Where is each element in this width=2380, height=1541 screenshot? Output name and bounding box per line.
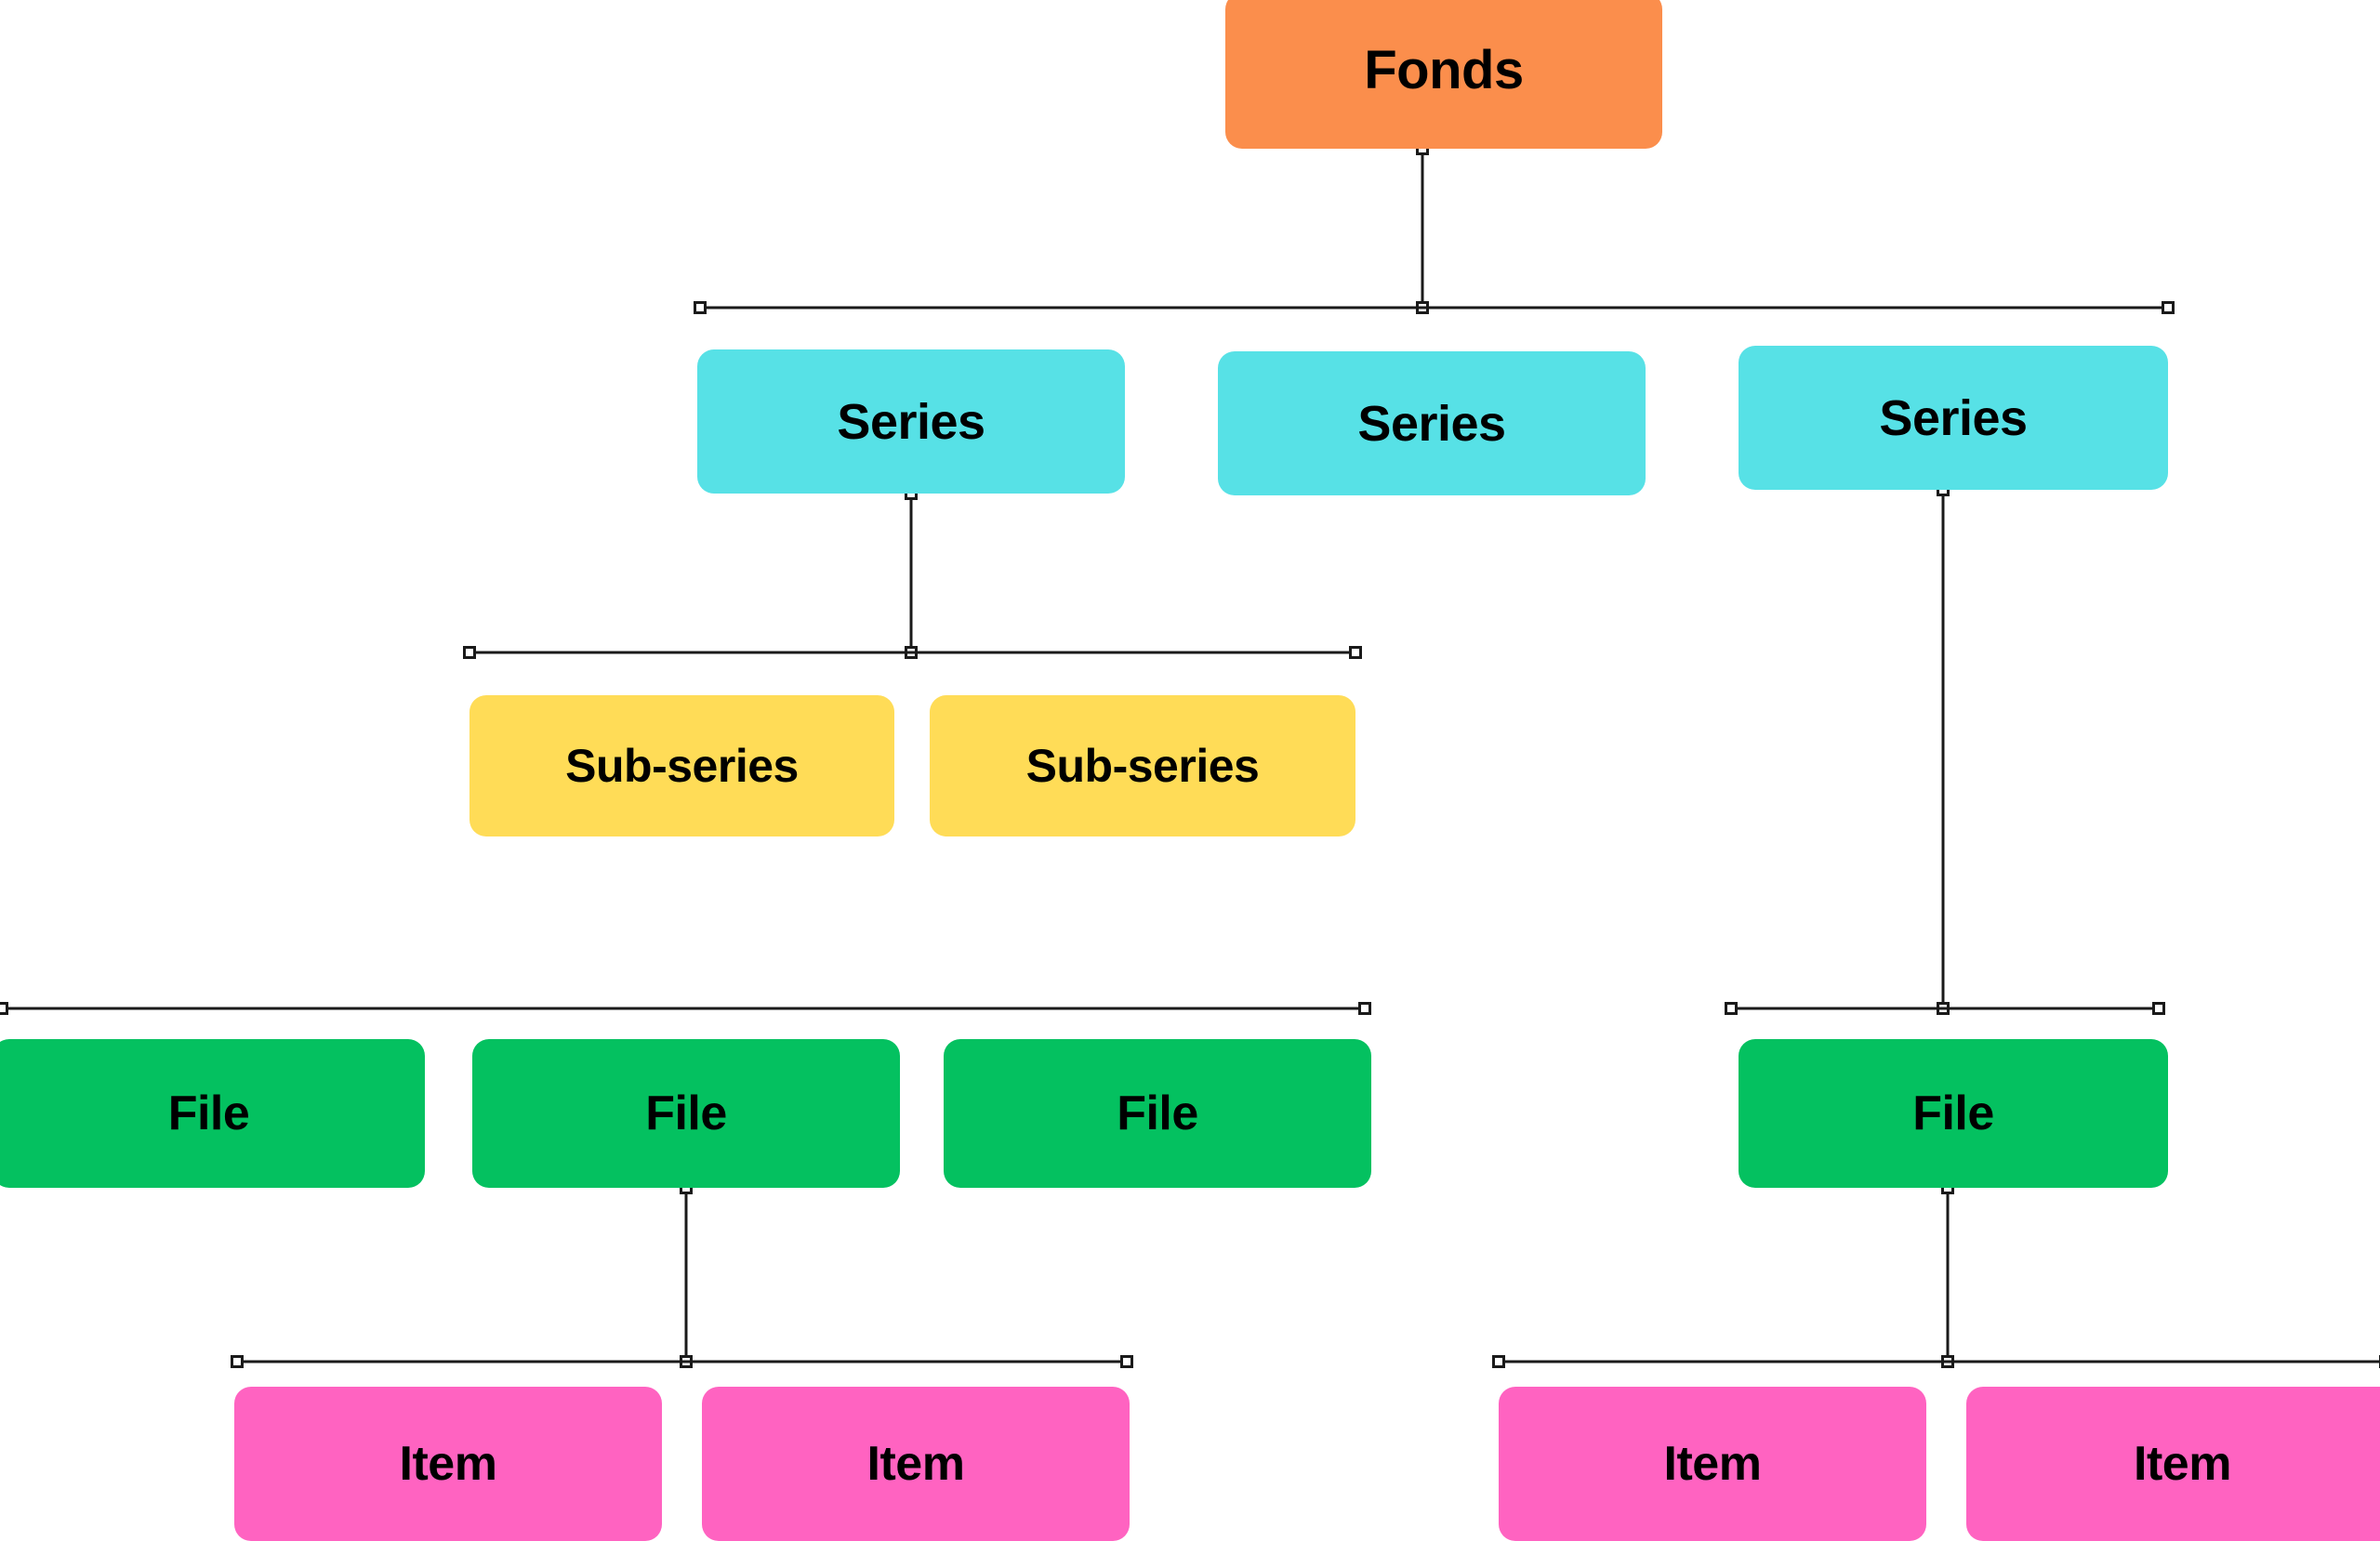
node-label-item-4: Item [2134,1437,2231,1491]
connector-endpoint-marker [1492,1355,1505,1368]
connector-horizontal [694,301,2175,314]
connector-endpoint-marker [2152,1002,2165,1015]
node-subseries-1[interactable]: Sub-series [469,695,894,836]
node-label-item-2: Item [866,1437,965,1491]
node-subseries-2[interactable]: Sub-series [930,695,1355,836]
connector-endpoint-marker [463,646,476,659]
node-label-file-1: File [167,1087,250,1140]
node-series-3[interactable]: Series [1739,346,2168,490]
node-label-item-1: Item [399,1437,497,1491]
node-label-subseries-1: Sub-series [565,740,799,792]
connector-endpoint-marker [2162,301,2175,314]
node-file-3[interactable]: File [944,1039,1371,1188]
connector-endpoint-marker [1416,301,1429,314]
connector-vertical [680,1181,693,1368]
connector-endpoint-marker [1349,646,1362,659]
connector-endpoint-marker [1941,1355,1954,1368]
node-label-item-3: Item [1663,1437,1762,1491]
connector-horizontal [231,1355,1133,1368]
connector-horizontal [1492,1355,2380,1368]
connector-horizontal [1725,1002,2165,1015]
node-label-file-4: File [1912,1087,1994,1140]
node-label-series-3: Series [1879,389,2028,446]
node-series-1[interactable]: Series [697,349,1125,494]
connector-endpoint-marker [1120,1355,1133,1368]
connector-vertical [1937,483,1950,1015]
connector-vertical [1416,142,1429,314]
connector-endpoint-marker [231,1355,244,1368]
connector-endpoint-marker [905,646,918,659]
connector-horizontal [0,1002,1371,1015]
connector-vertical [905,487,918,659]
connector-endpoint-marker [1937,1002,1950,1015]
node-file-1[interactable]: File [0,1039,425,1188]
node-label-subseries-2: Sub-series [1025,740,1260,792]
connector-endpoint-marker [680,1355,693,1368]
connector-endpoint-marker [694,301,707,314]
node-series-2[interactable]: Series [1218,351,1646,495]
connector-endpoint-marker [0,1002,8,1015]
node-item-2[interactable]: Item [702,1387,1130,1541]
connector-vertical [1941,1181,1954,1368]
connector-endpoint-marker [1725,1002,1738,1015]
connector-horizontal [463,646,1362,659]
node-item-4[interactable]: Item [1966,1387,2380,1541]
node-label-file-2: File [645,1087,727,1140]
node-file-4[interactable]: File [1739,1039,2168,1188]
node-label-series-2: Series [1357,395,1506,452]
node-label-series-1: Series [837,393,985,450]
node-label-file-3: File [1117,1087,1198,1140]
node-item-3[interactable]: Item [1499,1387,1926,1541]
node-fonds-1[interactable]: Fonds [1225,0,1662,149]
node-item-1[interactable]: Item [234,1387,662,1541]
node-file-2[interactable]: File [472,1039,900,1188]
node-label-fonds-1: Fonds [1364,40,1524,100]
connector-endpoint-marker [1358,1002,1371,1015]
